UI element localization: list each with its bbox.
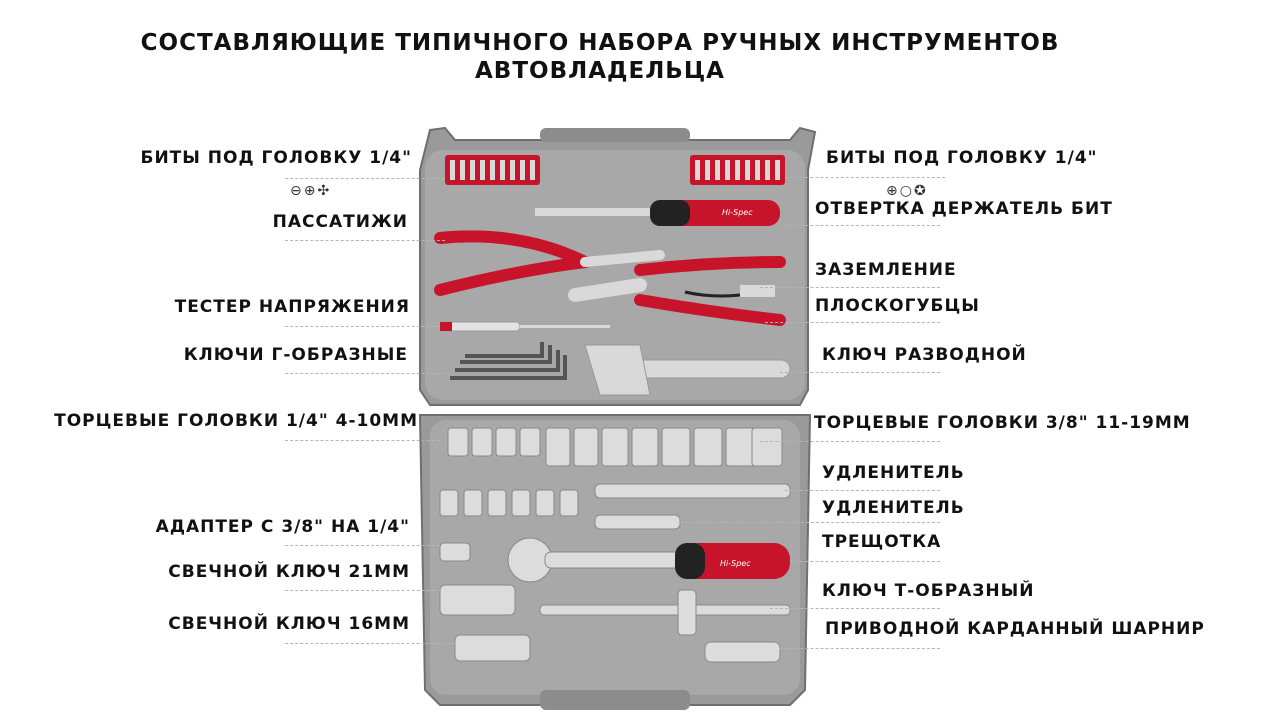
- label-spark21: СВЕЧНОЙ КЛЮЧ 21ММ: [168, 562, 410, 582]
- label-bits-right: БИТЫ ПОД ГОЛОВКУ 1/4": [826, 148, 1098, 168]
- label-adapter: АДАПТЕР С 3/8" НА 1/4": [155, 517, 410, 537]
- label-adjustable: КЛЮЧ РАЗВОДНОЙ: [822, 345, 1027, 365]
- leader-ext1: [785, 490, 940, 491]
- leader-spark21: [285, 590, 440, 591]
- label-ground: ЗАЗЕМЛЕНИЕ: [815, 260, 957, 280]
- pliers-pair: [434, 230, 786, 326]
- bit-type-icons-left: ⊖⊕✣: [290, 183, 332, 199]
- leader-hex-keys: [285, 373, 450, 374]
- label-t-key: КЛЮЧ Т-ОБРАЗНЫЙ: [822, 581, 1035, 601]
- leader-spark16: [285, 643, 455, 644]
- label-sockets-big: ТОРЦЕВЫЕ ГОЛОВКИ 3/8" 11-19ММ: [814, 413, 1191, 433]
- label-sockets-small: ТОРЦЕВЫЕ ГОЛОВКИ 1/4" 4-10ММ: [54, 411, 418, 431]
- label-bits-left: БИТЫ ПОД ГОЛОВКУ 1/4": [140, 148, 412, 168]
- leader-bits-left: [285, 178, 445, 179]
- page-subtitle: АВТОВЛАДЕЛЬЦА: [475, 58, 725, 84]
- voltage-tester: [439, 321, 610, 332]
- adapter-part: [439, 542, 471, 562]
- leader-ratchet: [790, 561, 940, 562]
- adjustable-wrench: [584, 344, 791, 396]
- leader-tester: [285, 326, 440, 327]
- ground-wire: [684, 285, 775, 298]
- page-title: СОСТАВЛЯЮЩИЕ ТИПИЧНОГО НАБОРА РУЧНЫХ ИНС…: [140, 30, 1060, 56]
- sockets-row: [447, 427, 783, 467]
- ratchet: [507, 537, 790, 583]
- leader-screwdriver: [780, 225, 940, 226]
- leader-ujoint: [780, 648, 940, 649]
- label-hex-keys: КЛЮЧИ Г-ОБРАЗНЫЕ: [183, 345, 408, 365]
- spark-sockets: [439, 584, 531, 662]
- leader-ground: [760, 287, 940, 288]
- extensions: [594, 483, 791, 530]
- label-flat-pliers: ПЛОСКОГУБЦЫ: [815, 296, 980, 316]
- bit-type-icons-right: ⊕○✪: [886, 183, 928, 199]
- leader-adjustable: [780, 372, 940, 373]
- ujoint-part: [704, 641, 781, 663]
- label-screwdriver: ОТВЕРТКА ДЕРЖАТЕЛЬ БИТ: [815, 199, 1113, 219]
- leader-bits-right: [785, 177, 945, 178]
- hex-keys: [450, 342, 567, 380]
- bits-left: [445, 155, 540, 185]
- brand-mark-screwdriver: Hi-Spec: [722, 208, 753, 217]
- label-ext1: УДЛЕНИТЕЛЬ: [822, 463, 965, 483]
- label-ext2: УДЛЕНИТЕЛЬ: [822, 498, 965, 518]
- small-sockets: [439, 489, 579, 517]
- leader-sockets-big: [760, 441, 940, 442]
- leader-pliers: [285, 240, 445, 241]
- label-pliers: ПАССАТИЖИ: [272, 212, 408, 232]
- leader-sockets-small: [285, 440, 440, 441]
- leader-adapter: [285, 545, 440, 546]
- label-ratchet: ТРЕЩОТКА: [822, 532, 942, 552]
- leader-t-key: [770, 608, 940, 609]
- leader-flat-pliers: [765, 322, 940, 323]
- label-spark16: СВЕЧНОЙ КЛЮЧ 16ММ: [168, 614, 410, 634]
- screwdriver: [535, 200, 780, 226]
- brand-mark-ratchet: Hi-Spec: [720, 559, 751, 568]
- t-wrench: [539, 589, 791, 636]
- leader-ext2: [680, 522, 940, 523]
- label-ujoint: ПРИВОДНОЙ КАРДАННЫЙ ШАРНИР: [825, 619, 1205, 639]
- label-tester: ТЕСТЕР НАПРЯЖЕНИЯ: [174, 297, 410, 317]
- bits-right: [690, 155, 785, 185]
